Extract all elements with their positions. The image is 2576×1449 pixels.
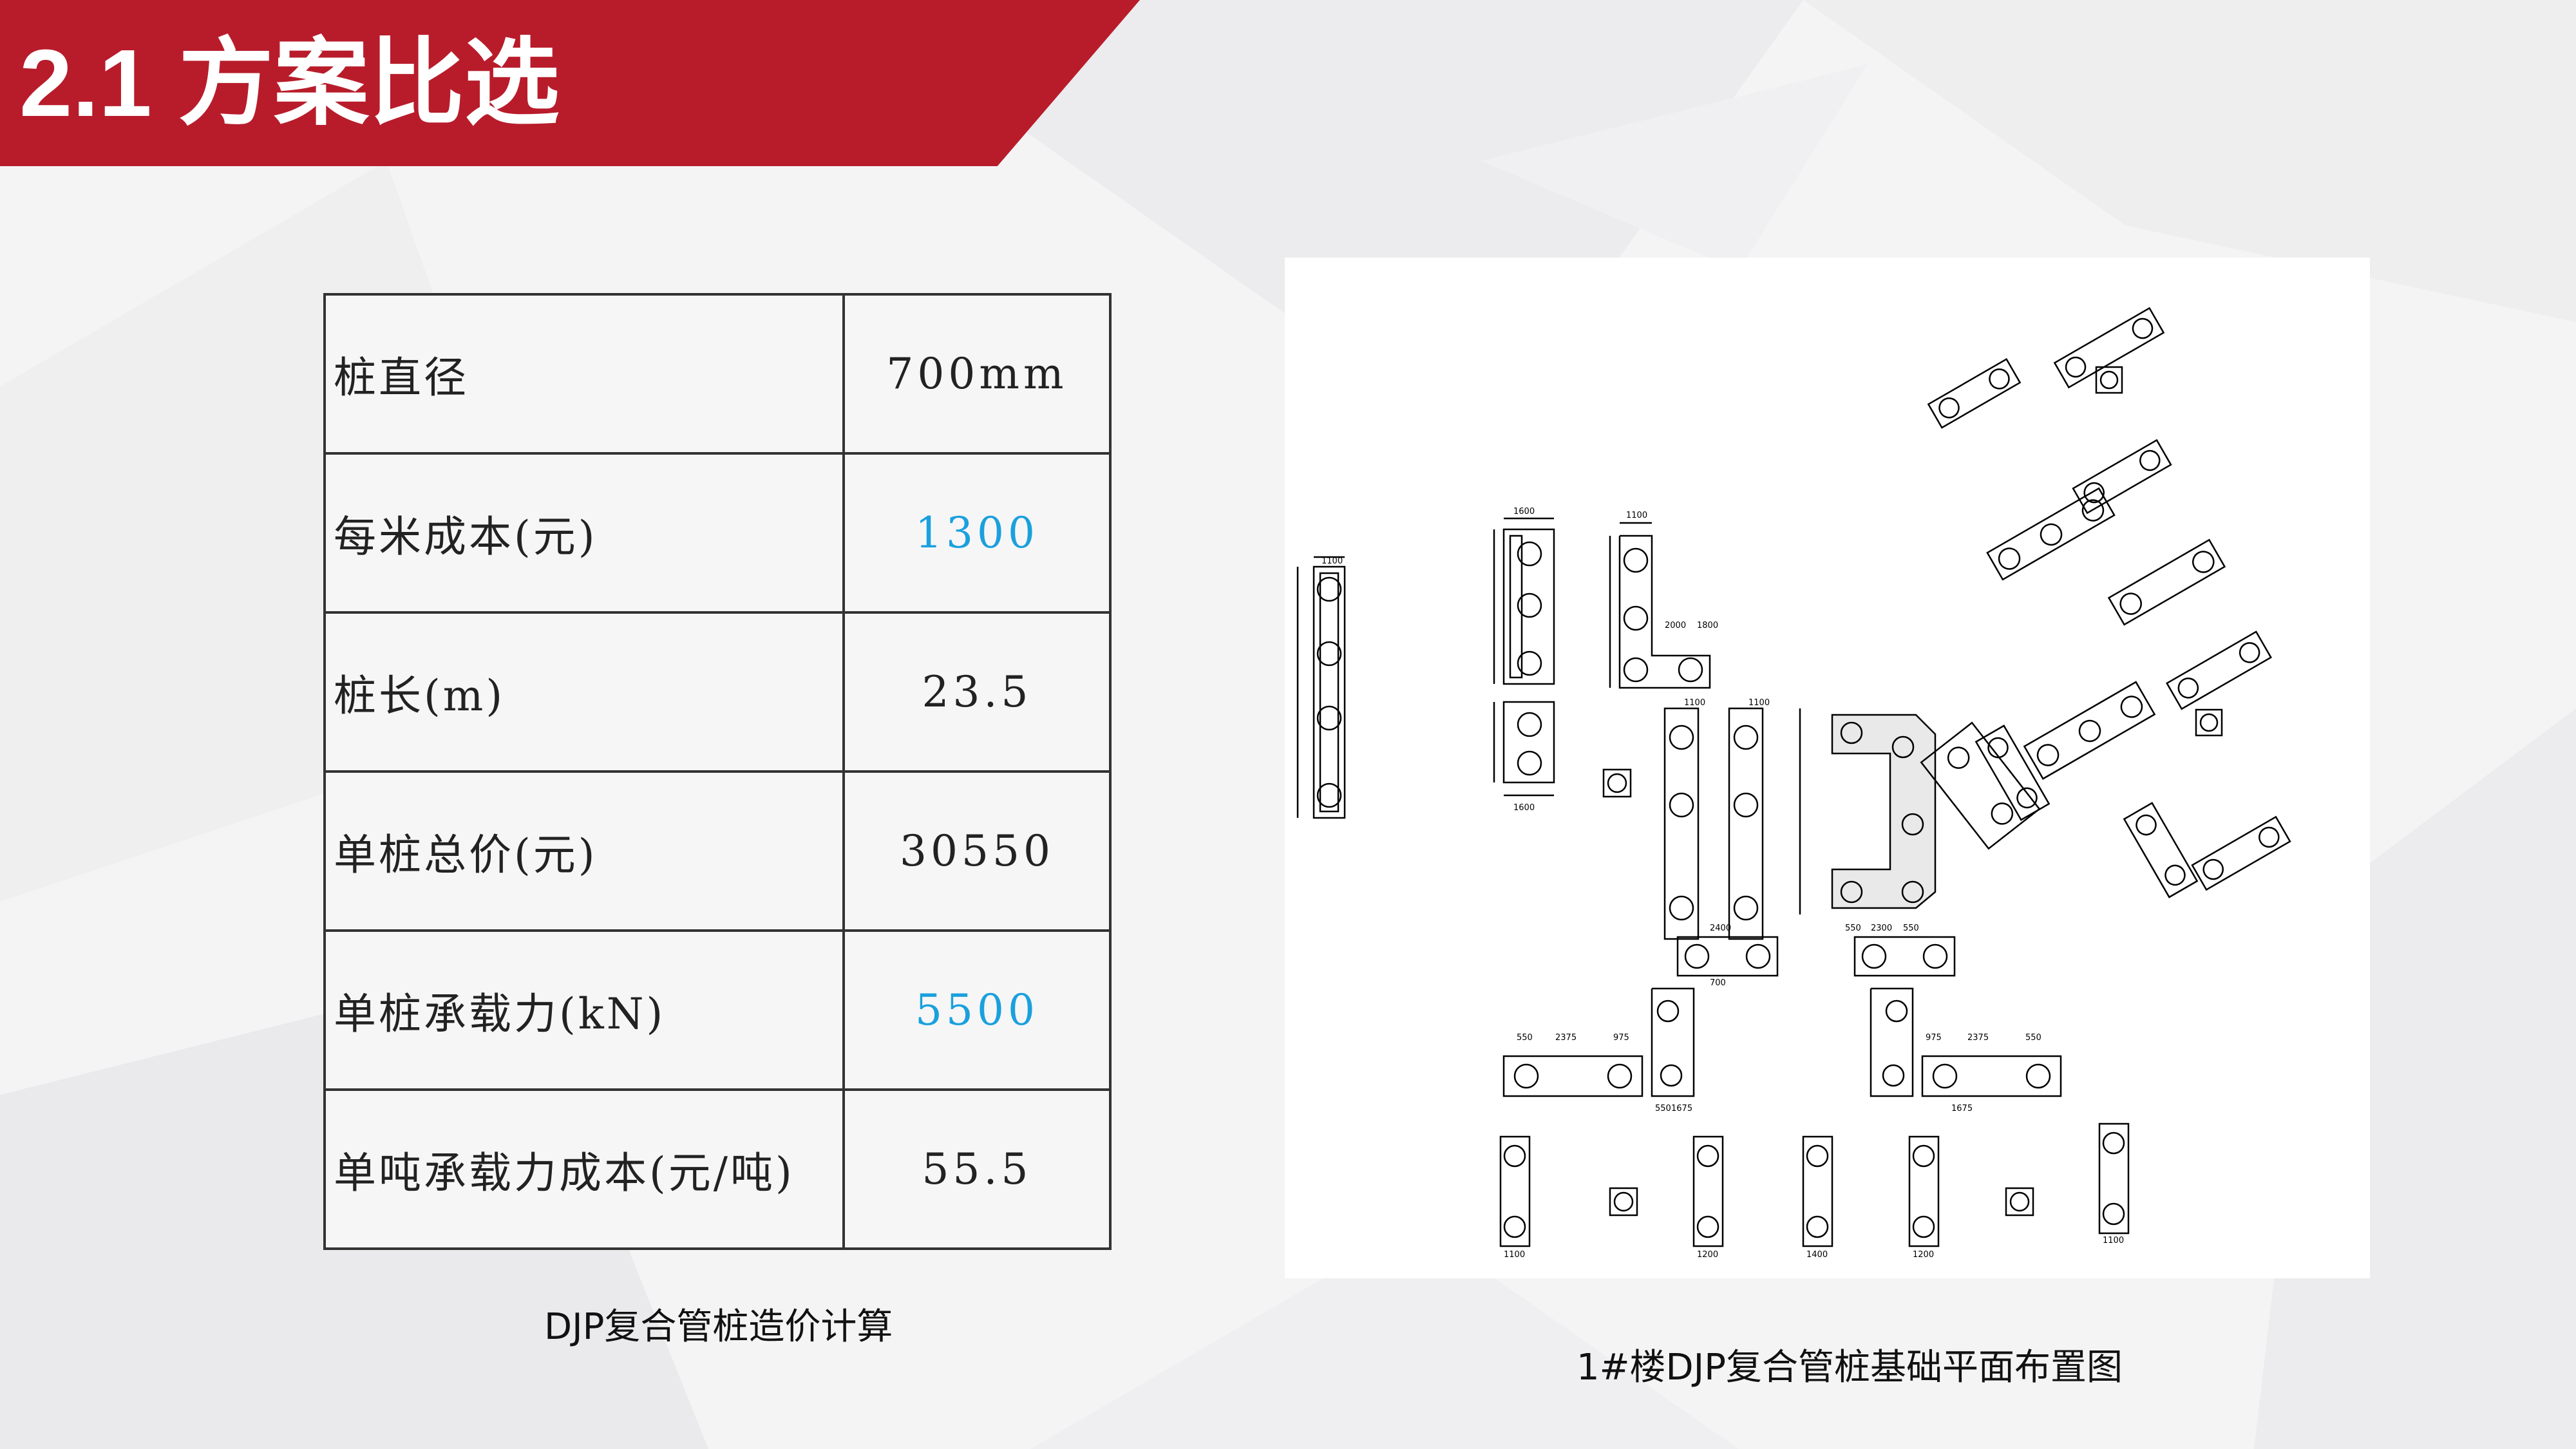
- row-value: 5500: [842, 929, 1112, 1091]
- plan-caption: 1#楼DJP复合管桩基础平面布置图: [1577, 1347, 2123, 1388]
- row-label: 单桩总价(元): [323, 770, 845, 932]
- dim-label: 1600: [1513, 803, 1535, 813]
- single-pile-cap: [2195, 708, 2223, 737]
- single-pile-cap: [1609, 1187, 1638, 1217]
- pile-cap-rotated: [1986, 487, 2116, 581]
- pile-cap-col2-upper: [1493, 517, 1555, 685]
- pile-cap-rotated: [2053, 307, 2165, 389]
- dim-label: 1100: [1748, 698, 1770, 708]
- row-label: 单吨承载力成本(元/吨): [323, 1088, 845, 1250]
- dim-label: 550: [1845, 923, 1861, 933]
- dim-label: 1100: [1504, 1250, 1525, 1260]
- pile-cap-center-left: [1663, 707, 1764, 940]
- dim-label: 1675: [1671, 1104, 1692, 1113]
- dim-label: 2375: [1967, 1033, 1989, 1043]
- pile-cap-lower-left: [1502, 987, 1695, 1097]
- dim-label: 1675: [1951, 1104, 1973, 1113]
- row-value: 30550: [842, 770, 1112, 932]
- dim-label: 2375: [1555, 1033, 1577, 1043]
- single-pile-cap: [2005, 1187, 2034, 1217]
- dim-label: 975: [1613, 1033, 1629, 1043]
- row-value: 55.5: [842, 1088, 1112, 1250]
- dim-label: 2000: [1665, 621, 1686, 630]
- dim-label: 2400: [1710, 923, 1731, 933]
- pile-cap-bottom-row: [1676, 936, 1956, 977]
- row-label: 单桩承载力(kN): [323, 929, 845, 1091]
- dim-label: 1100: [1684, 698, 1705, 708]
- pile-cap-l-shape: [1609, 522, 1711, 689]
- row-label: 桩长(m): [323, 611, 845, 773]
- dim-label: 1400: [1806, 1250, 1828, 1260]
- row-value: 1300: [842, 452, 1112, 614]
- dim-label: 550: [1655, 1104, 1671, 1113]
- single-pile-cap: [1602, 768, 1632, 798]
- pile-cap-bottom-verticals: [1499, 1122, 2130, 1247]
- pile-cap-rotated: [1927, 357, 2022, 429]
- pile-cap-rotated: [2191, 815, 2291, 891]
- dim-label: 1600: [1513, 507, 1535, 516]
- pile-cap-far-left: [1296, 556, 1346, 819]
- pile-cap-rotated: [2166, 630, 2272, 710]
- row-value: 23.5: [842, 611, 1112, 773]
- table-row: 单桩承载力(kN)5500: [323, 929, 1112, 1091]
- dim-label: 550: [1517, 1033, 1533, 1043]
- pile-cap-rotated: [1975, 724, 2050, 821]
- dim-label: 975: [1926, 1033, 1942, 1043]
- pile-cap-col2-lower: [1493, 701, 1555, 797]
- table-row: 每米成本(元)1300: [323, 452, 1112, 614]
- plan-svg: 1100 1600 1600 1100 2000 1800 1100 1100 …: [1296, 307, 2291, 1260]
- page-title: 2.1 方案比选: [19, 30, 560, 137]
- dim-label: 550: [2025, 1033, 2041, 1043]
- dim-label: 550: [1903, 923, 1919, 933]
- table-row: 单桩总价(元)30550: [323, 770, 1112, 932]
- table-row: 单吨承载力成本(元/吨)55.5: [323, 1088, 1112, 1250]
- pile-cap-rotated: [2023, 681, 2156, 780]
- dim-label: 1100: [1626, 511, 1647, 520]
- dim-label: 2300: [1871, 923, 1892, 933]
- pile-cap-rotated: [2107, 538, 2226, 626]
- dim-label: 1100: [1321, 556, 1343, 566]
- pile-cap-rotated: [2123, 802, 2199, 898]
- row-label: 每米成本(元): [323, 452, 845, 614]
- core-c-shape: [1799, 708, 1937, 914]
- table-caption: DJP复合管桩造价计算: [544, 1306, 893, 1348]
- pile-cap-rotated: [1920, 721, 2041, 850]
- dim-label: 1800: [1697, 621, 1718, 630]
- single-pile-cap: [2095, 366, 2123, 394]
- dim-label: 1200: [1913, 1250, 1934, 1260]
- dim-label: 700: [1710, 978, 1726, 988]
- pile-cap-rotated: [2072, 439, 2172, 515]
- row-label: 桩直径: [323, 293, 845, 455]
- foundation-plan-drawing: 1100 1600 1600 1100 2000 1800 1100 1100 …: [1285, 258, 2370, 1278]
- dim-label: 1100: [2103, 1236, 2124, 1245]
- pile-cap-lower-right: [1870, 987, 2062, 1097]
- row-value: 700mm: [842, 293, 1112, 455]
- dim-label: 1200: [1697, 1250, 1718, 1260]
- table-row: 桩长(m)23.5: [323, 611, 1112, 773]
- header-banner: [0, 0, 1140, 166]
